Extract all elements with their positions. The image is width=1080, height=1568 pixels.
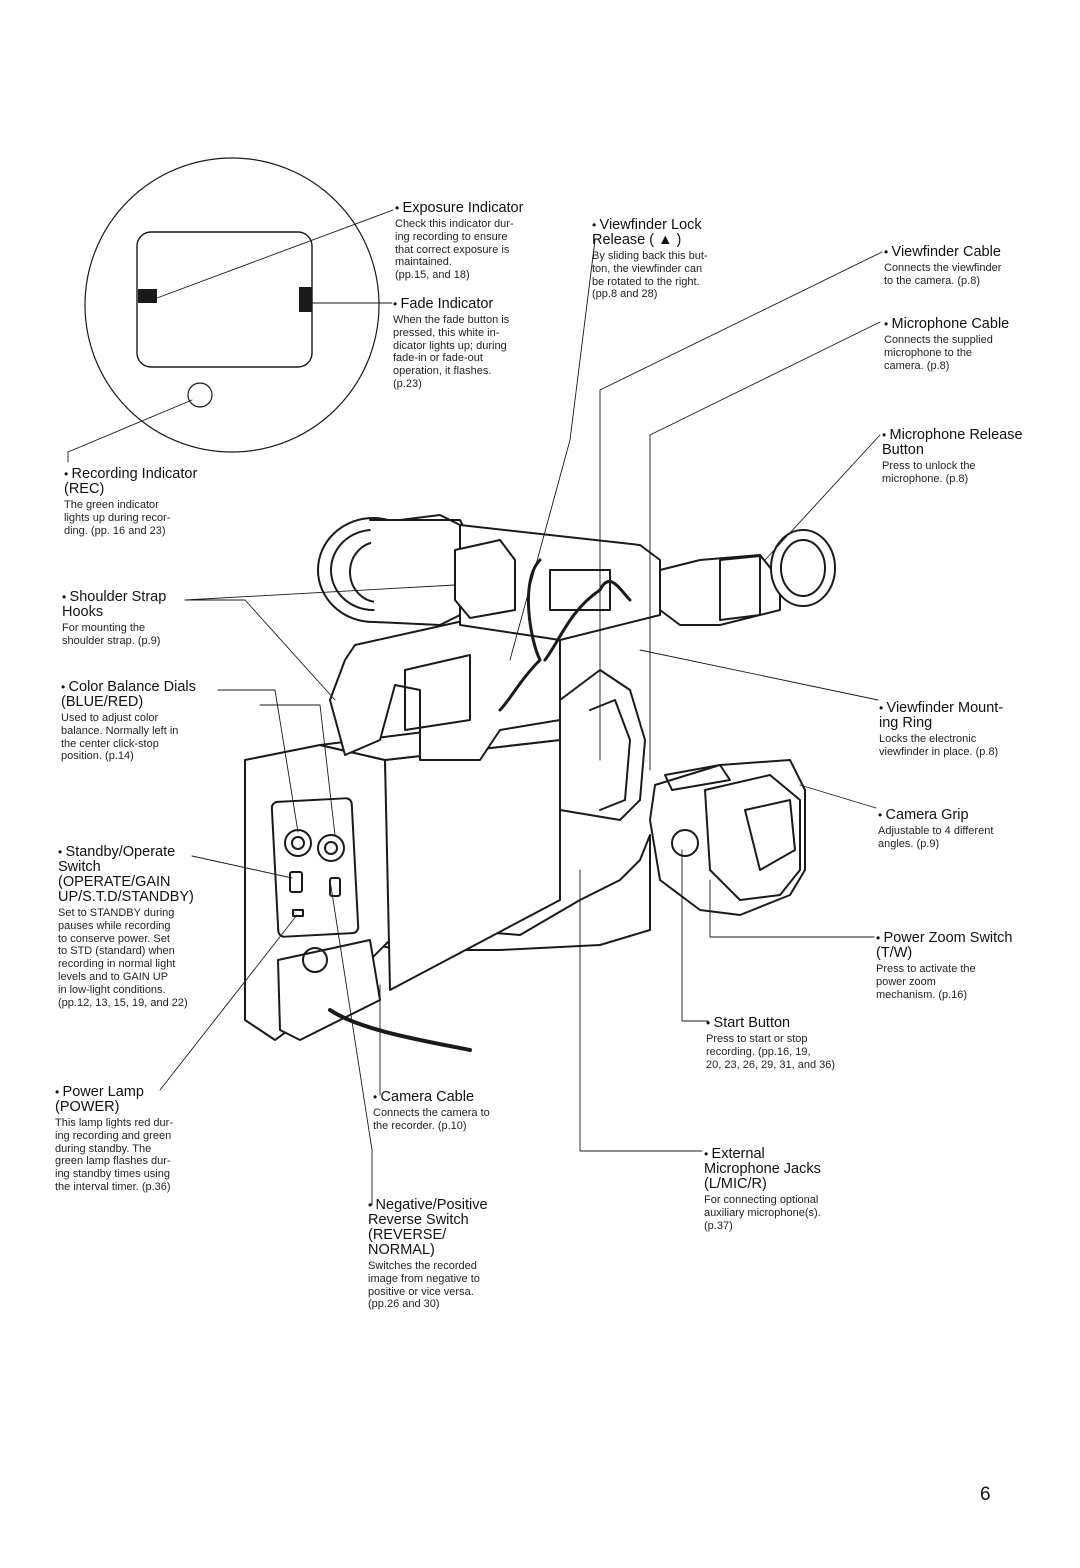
viewfinder-mounting-ring-desc: Locks the electronic viewfinder in place… bbox=[879, 733, 999, 758]
standby-operate-switch-desc: Set to STANDBY during pauses while recor… bbox=[58, 907, 188, 1009]
power-zoom-switch-desc: Press to activate the power zoom mechani… bbox=[876, 963, 976, 1001]
microphone-release-button-desc: Press to unlock the microphone. (p.8) bbox=[882, 460, 976, 485]
callout-viewfinder-mounting-ring: Viewfinder Mount- ing Ring Locks the ele… bbox=[879, 701, 1054, 759]
start-button-title: Start Button bbox=[706, 1016, 886, 1031]
viewfinder-mounting-ring-title: Viewfinder Mount- ing Ring bbox=[879, 701, 1054, 731]
exposure-indicator-desc: Check this indicator dur- ing recording … bbox=[395, 218, 514, 282]
exposure-indicator-title: Exposure Indicator bbox=[395, 201, 555, 216]
viewfinder-cable-desc: Connects the viewfinder to the camera. (… bbox=[884, 262, 1002, 287]
camera-grip-title: Camera Grip bbox=[878, 808, 1058, 823]
external-microphone-jacks-desc: For connecting optional auxiliary microp… bbox=[704, 1194, 821, 1232]
callout-camera-grip: Camera Grip Adjustable to 4 different an… bbox=[878, 808, 1058, 851]
page-number: 6 bbox=[980, 1484, 991, 1505]
microphone-cable-desc: Connects the supplied microphone to the … bbox=[884, 334, 993, 372]
color-balance-dials-desc: Used to adjust color balance. Normally l… bbox=[61, 712, 179, 763]
shoulder-strap-hooks-title: Shoulder Strap Hooks bbox=[62, 590, 232, 620]
viewfinder-cable-title: Viewfinder Cable bbox=[884, 245, 1054, 260]
callout-external-microphone-jacks: External Microphone Jacks (L/MIC/R) For … bbox=[704, 1147, 874, 1232]
callout-viewfinder-lock-release: Viewfinder Lock Release ( ▲ ) By sliding… bbox=[592, 218, 752, 301]
recording-indicator-desc: The green indicator lights up during rec… bbox=[64, 499, 171, 537]
camera-cable-desc: Connects the camera to the recorder. (p.… bbox=[373, 1107, 490, 1132]
start-button-desc: Press to start or stop recording. (pp.16… bbox=[706, 1033, 836, 1071]
exposure-indicator-mark bbox=[138, 289, 157, 303]
negative-positive-switch-title: Negative/Positive Reverse Switch (REVERS… bbox=[368, 1198, 538, 1258]
callout-microphone-release-button: Microphone Release Button Press to unloc… bbox=[882, 428, 1062, 486]
external-microphone-jacks-title: External Microphone Jacks (L/MIC/R) bbox=[704, 1147, 874, 1192]
viewfinder-lock-release-desc: By sliding back this but- ton, the viewf… bbox=[592, 250, 708, 301]
fade-indicator-mark bbox=[299, 287, 312, 312]
callout-power-lamp: Power Lamp (POWER) This lamp lights red … bbox=[55, 1085, 225, 1194]
callout-power-zoom-switch: Power Zoom Switch (T/W) Press to activat… bbox=[876, 931, 1056, 1001]
shoulder-strap-hooks-desc: For mounting the shoulder strap. (p.9) bbox=[62, 622, 161, 647]
rec-lamp-mark bbox=[187, 382, 213, 408]
callout-start-button: Start Button Press to start or stop reco… bbox=[706, 1016, 886, 1071]
power-lamp-title: Power Lamp (POWER) bbox=[55, 1085, 225, 1115]
callout-shoulder-strap-hooks: Shoulder Strap Hooks For mounting the sh… bbox=[62, 590, 232, 648]
callout-exposure-indicator: Exposure Indicator Check this indicator … bbox=[395, 201, 555, 282]
microphone-release-button-title: Microphone Release Button bbox=[882, 428, 1062, 458]
viewfinder-lock-release-title: Viewfinder Lock Release ( ▲ ) bbox=[592, 218, 752, 248]
power-lamp-desc: This lamp lights red dur- ing recording … bbox=[55, 1117, 173, 1193]
leader-lines bbox=[67, 209, 883, 1206]
fade-indicator-desc: When the fade button is pressed, this wh… bbox=[393, 314, 510, 390]
fade-indicator-title: Fade Indicator bbox=[393, 297, 553, 312]
microphone-cable-title: Microphone Cable bbox=[884, 317, 1054, 332]
power-zoom-switch-title: Power Zoom Switch (T/W) bbox=[876, 931, 1056, 961]
camera-cable-title: Camera Cable bbox=[373, 1090, 543, 1105]
standby-operate-switch-title: Standby/Operate Switch (OPERATE/GAIN UP/… bbox=[58, 845, 233, 905]
callout-viewfinder-cable: Viewfinder Cable Connects the viewfinder… bbox=[884, 245, 1054, 288]
viewfinder-inset bbox=[84, 157, 380, 453]
callout-standby-operate-switch: Standby/Operate Switch (OPERATE/GAIN UP/… bbox=[58, 845, 233, 1009]
callout-color-balance-dials: Color Balance Dials (BLUE/RED) Used to a… bbox=[61, 680, 231, 763]
callout-camera-cable: Camera Cable Connects the camera to the … bbox=[373, 1090, 543, 1133]
negative-positive-switch-desc: Switches the recorded image from negativ… bbox=[368, 1260, 480, 1311]
camera-body-drawing bbox=[244, 514, 836, 1052]
camera-grip-desc: Adjustable to 4 different angles. (p.9) bbox=[878, 825, 994, 850]
callout-recording-indicator: Recording Indicator (REC) The green indi… bbox=[64, 467, 234, 537]
callout-negative-positive-switch: Negative/Positive Reverse Switch (REVERS… bbox=[368, 1198, 538, 1311]
color-balance-dials-title: Color Balance Dials (BLUE/RED) bbox=[61, 680, 231, 710]
recording-indicator-title: Recording Indicator (REC) bbox=[64, 467, 234, 497]
callout-microphone-cable: Microphone Cable Connects the supplied m… bbox=[884, 317, 1054, 372]
callout-fade-indicator: Fade Indicator When the fade button is p… bbox=[393, 297, 553, 391]
